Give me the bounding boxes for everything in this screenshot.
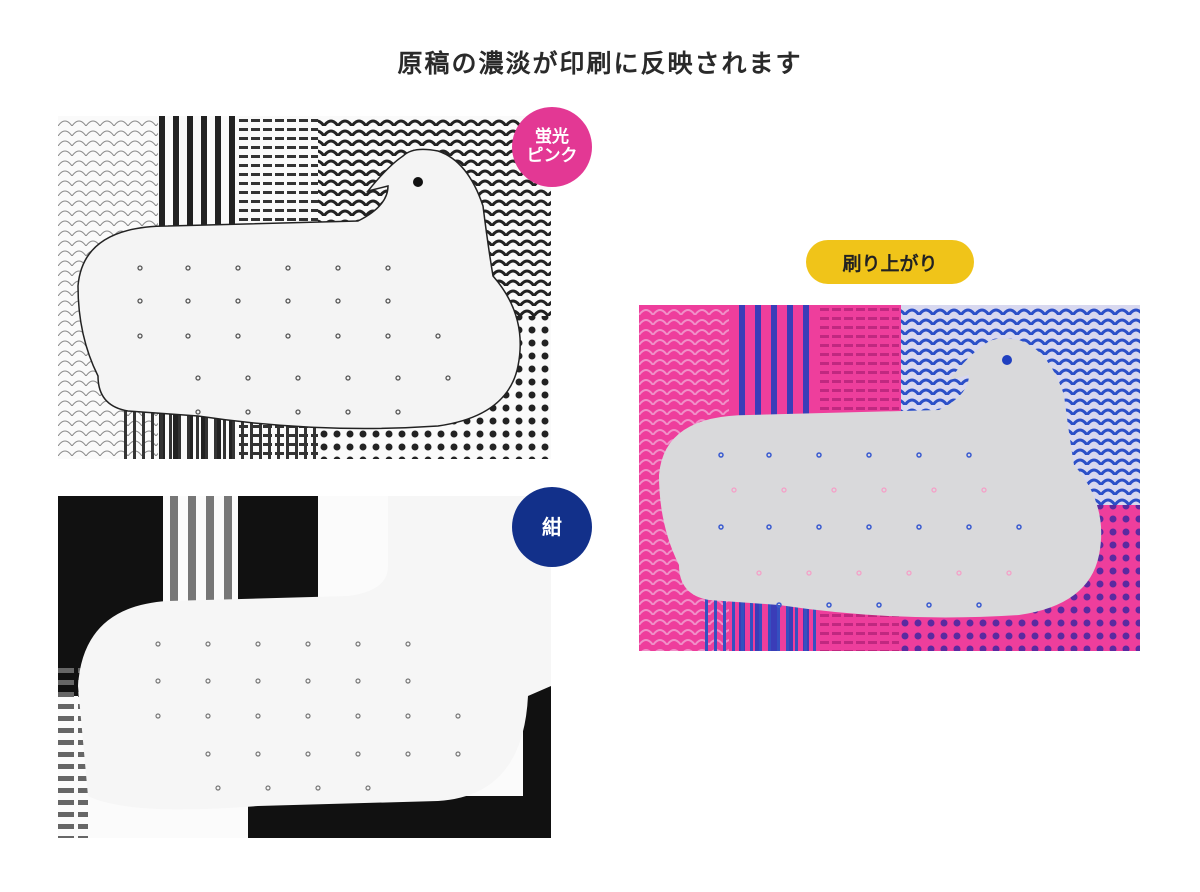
pink-badge-line2: ピンク [526, 146, 578, 166]
result-label-pill: 刷り上がり [806, 240, 974, 284]
pink-plate-original-image [58, 116, 551, 459]
pink-badge-line1: 蛍光 [535, 127, 569, 148]
navy-plate-badge: 紺 [512, 487, 592, 567]
printed-result-image [639, 305, 1140, 651]
page-title: 原稿の濃淡が印刷に反映されます [397, 49, 803, 78]
pink-plate-badge: 蛍光ピンク [512, 107, 592, 187]
navy-plate-original-image [58, 496, 551, 838]
